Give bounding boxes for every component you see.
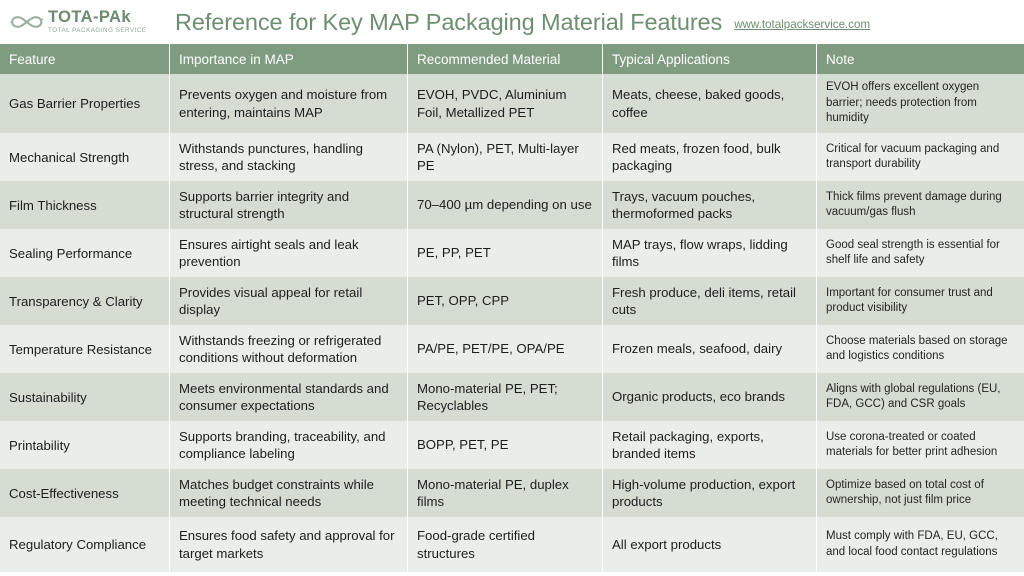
cell-importance: Meets environmental standards and consum…: [170, 373, 408, 421]
column-header-feature: Feature: [0, 44, 170, 74]
cell-material: PA/PE, PET/PE, OPA/PE: [408, 325, 603, 373]
table-row[interactable]: Sustainability Meets environmental stand…: [0, 373, 1024, 421]
cell-importance: Supports branding, traceability, and com…: [170, 421, 408, 469]
column-header-applications: Typical Applications: [603, 44, 817, 74]
cell-note: Choose materials based on storage and lo…: [826, 334, 1008, 362]
cell-importance: Prevents oxygen and moisture from enteri…: [170, 74, 408, 133]
page-title: Reference for Key MAP Packaging Material…: [175, 8, 723, 35]
brand-logo-text: TOTA-PAk TOTAL PACKAGING SERVICE: [48, 7, 147, 35]
cell-material: EVOH, PVDC, Aluminium Foil, Metallized P…: [408, 74, 603, 133]
cell-note: Use corona-treated or coated materials f…: [826, 430, 998, 458]
cell-applications: Fresh produce, deli items, retail cuts: [603, 277, 817, 325]
cell-material: 70–400 µm depending on use: [408, 181, 603, 229]
cell-importance: Ensures food safety and approval for tar…: [170, 517, 408, 572]
cell-importance: Provides visual appeal for retail displa…: [170, 277, 408, 325]
table-row[interactable]: Gas Barrier Properties Prevents oxygen a…: [0, 74, 1024, 133]
cell-feature: Mechanical Strength: [0, 133, 170, 181]
page-header: TOTA-PAk TOTAL PACKAGING SERVICE Referen…: [0, 0, 1024, 44]
cell-feature: Temperature Resistance: [0, 325, 170, 373]
table-header-row: Feature Importance in MAP Recommended Ma…: [0, 44, 1024, 74]
cell-feature: Sealing Performance: [0, 229, 170, 277]
cell-material: PET, OPP, CPP: [408, 277, 603, 325]
cell-material: BOPP, PET, PE: [408, 421, 603, 469]
cell-applications: High-volume production, export products: [603, 469, 817, 517]
cell-note: EVOH offers excellent oxygen barrier; ne…: [826, 81, 980, 125]
cell-feature: Cost-Effectiveness: [0, 469, 170, 517]
cell-note: Thick films prevent damage during vacuum…: [826, 190, 1002, 218]
cell-applications: Organic products, eco brands: [603, 373, 817, 421]
cell-applications: Retail packaging, exports, branded items: [603, 421, 817, 469]
brand-logo: TOTA-PAk TOTAL PACKAGING SERVICE: [10, 7, 165, 35]
cell-applications: All export products: [603, 517, 817, 572]
cell-note: Aligns with global regulations (EU, FDA,…: [826, 382, 1001, 410]
cell-applications: Frozen meals, seafood, dairy: [603, 325, 817, 373]
cell-material: Food-grade certified structures: [408, 517, 603, 572]
cell-material: Mono-material PE, duplex films: [408, 469, 603, 517]
cell-feature: Printability: [0, 421, 170, 469]
cell-note: Optimize based on total cost of ownershi…: [826, 478, 984, 506]
table-row[interactable]: Sealing Performance Ensures airtight sea…: [0, 229, 1024, 277]
cell-importance: Matches budget constraints while meeting…: [170, 469, 408, 517]
table-row[interactable]: Temperature Resistance Withstands freezi…: [0, 325, 1024, 373]
column-header-material: Recommended Material: [408, 44, 603, 74]
material-features-table: Feature Importance in MAP Recommended Ma…: [0, 44, 1024, 576]
cell-importance: Supports barrier integrity and structura…: [170, 181, 408, 229]
cell-feature: Sustainability: [0, 373, 170, 421]
table-row[interactable]: Regulatory Compliance Ensures food safet…: [0, 517, 1024, 572]
cell-applications: Trays, vacuum pouches, thermoformed pack…: [603, 181, 817, 229]
cell-note: Must comply with FDA, EU, GCC, and local…: [826, 530, 998, 558]
cell-material: Mono-material PE, PET; Recyclables: [408, 373, 603, 421]
cell-feature: Film Thickness: [0, 181, 170, 229]
table-row[interactable]: Mechanical Strength Withstands punctures…: [0, 133, 1024, 181]
cell-applications: MAP trays, flow wraps, lidding films: [603, 229, 817, 277]
cell-importance: Withstands freezing or refrigerated cond…: [170, 325, 408, 373]
cell-applications: Meats, cheese, baked goods, coffee: [603, 74, 817, 133]
cell-material: PE, PP, PET: [408, 229, 603, 277]
brand-tagline: TOTAL PACKAGING SERVICE: [48, 27, 147, 35]
brand-name: TOTA-PAk: [48, 7, 131, 26]
cell-feature: Gas Barrier Properties: [0, 74, 170, 133]
cell-material: PA (Nylon), PET, Multi-layer PE: [408, 133, 603, 181]
website-url[interactable]: www.totalpackservice.com: [734, 18, 871, 31]
table-row[interactable]: Transparency & Clarity Provides visual a…: [0, 277, 1024, 325]
column-header-note: Note: [826, 51, 855, 67]
table-row[interactable]: Film Thickness Supports barrier integrit…: [0, 181, 1024, 229]
cell-feature: Transparency & Clarity: [0, 277, 170, 325]
cell-feature: Regulatory Compliance: [0, 517, 170, 572]
cell-importance: Withstands punctures, handling stress, a…: [170, 133, 408, 181]
column-header-importance: Importance in MAP: [170, 44, 408, 74]
cell-importance: Ensures airtight seals and leak preventi…: [170, 229, 408, 277]
infinity-icon: [10, 11, 44, 33]
cell-applications: Red meats, frozen food, bulk packaging: [603, 133, 817, 181]
cell-note: Critical for vacuum packaging and transp…: [826, 142, 1000, 170]
cell-note: Good seal strength is essential for shel…: [826, 238, 1000, 266]
table-row[interactable]: Cost-Effectiveness Matches budget constr…: [0, 469, 1024, 517]
cell-note: Important for consumer trust and product…: [826, 286, 993, 314]
table-row[interactable]: Printability Supports branding, traceabi…: [0, 421, 1024, 469]
